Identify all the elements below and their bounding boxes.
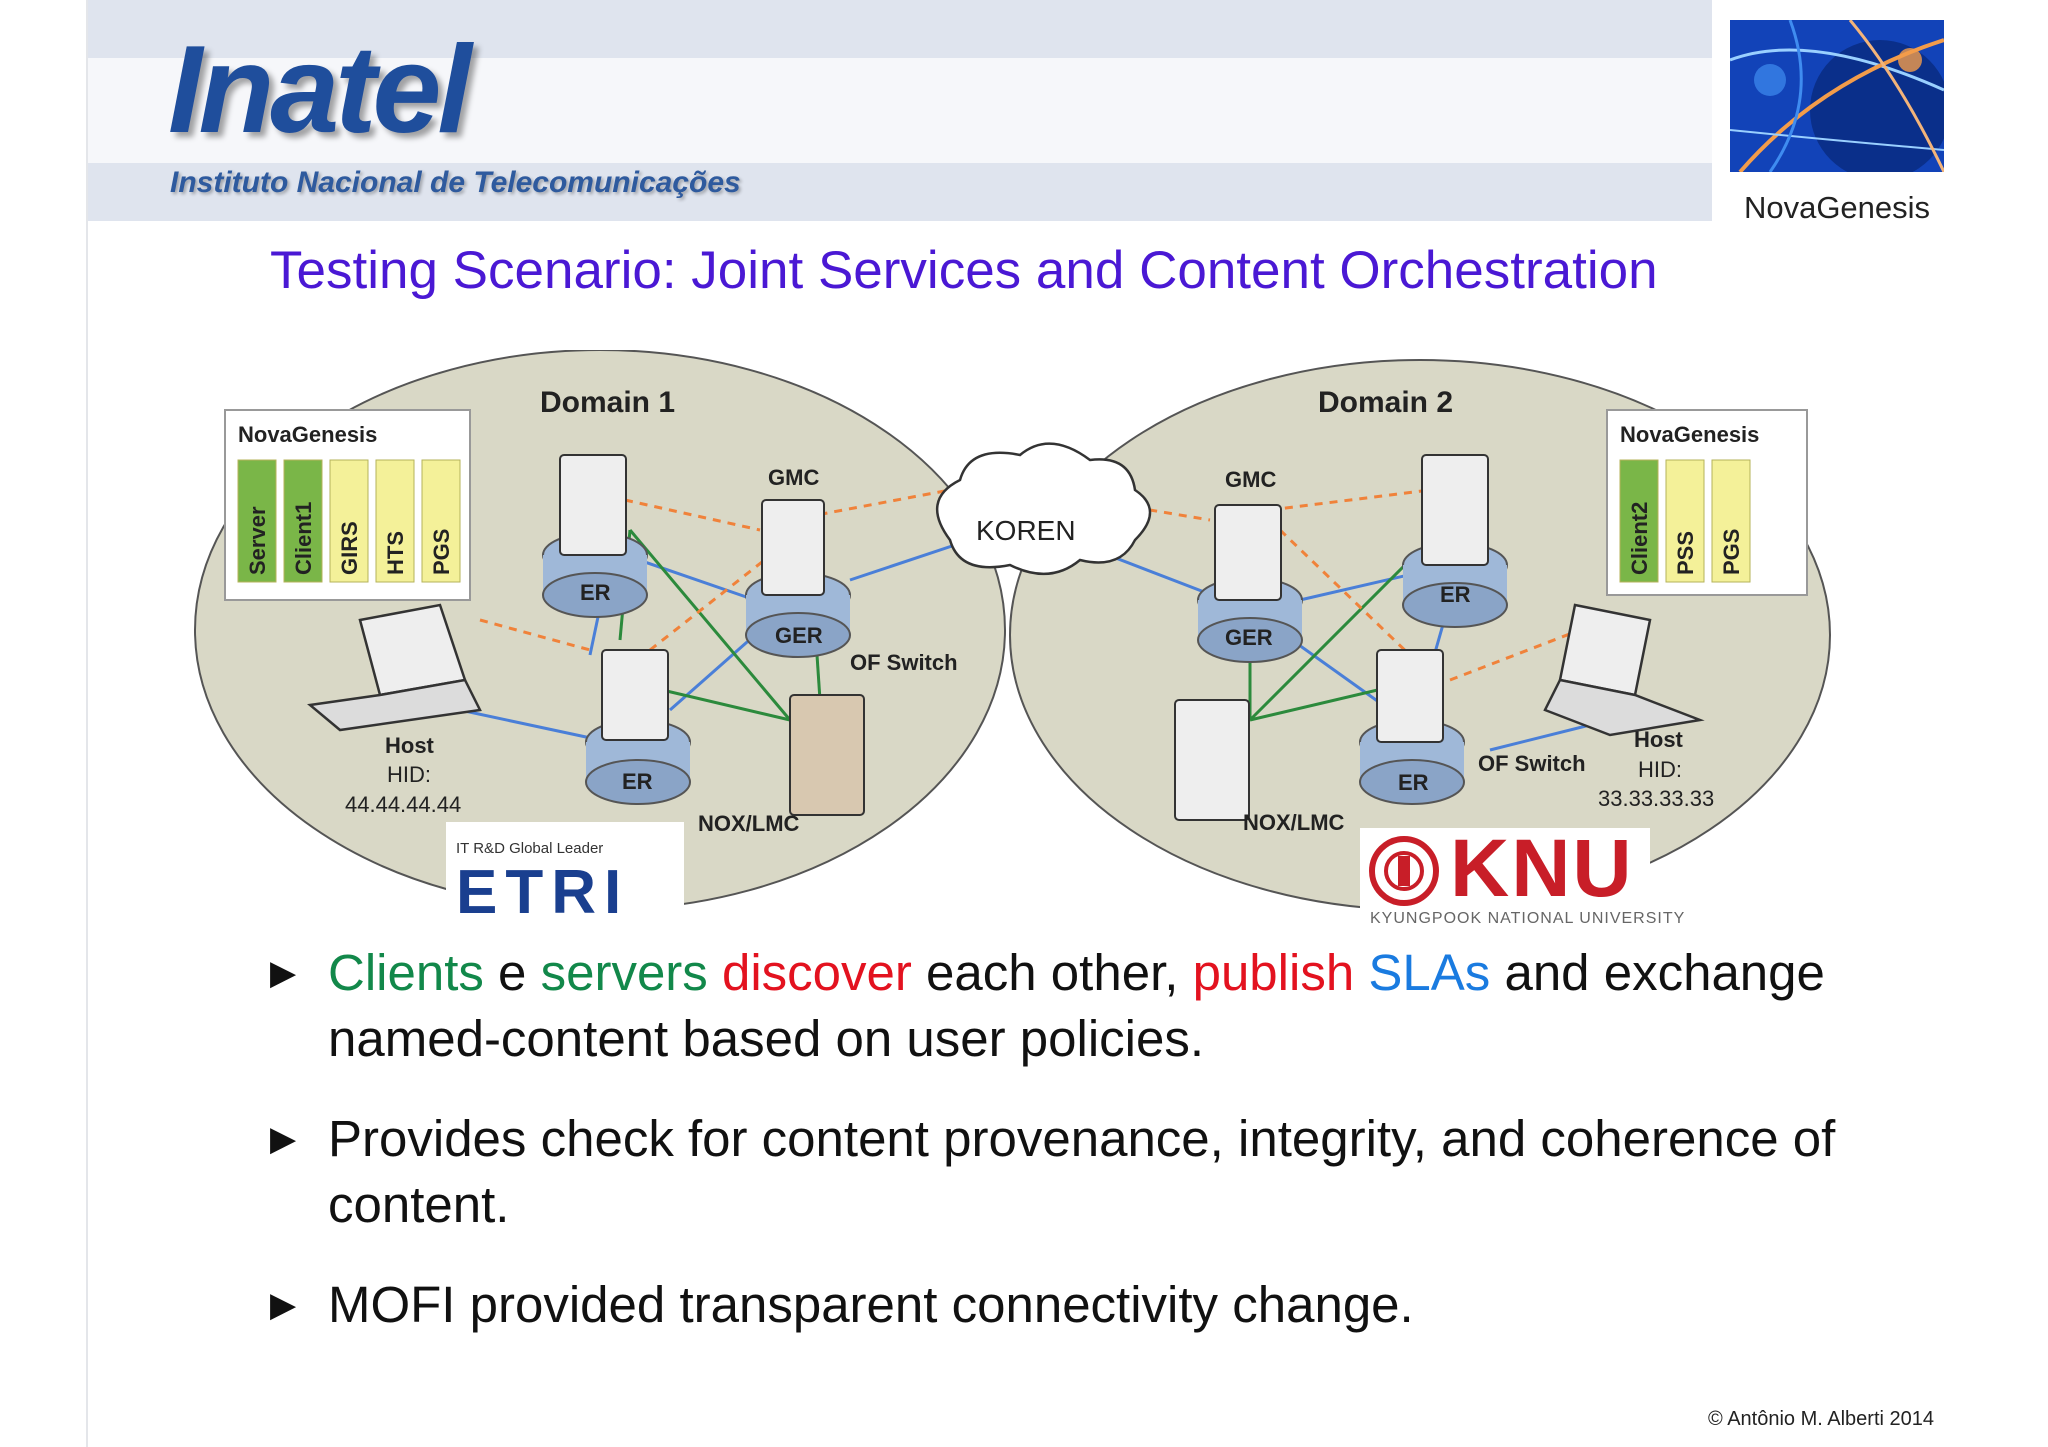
header-band <box>88 0 1712 58</box>
domain2-ng-title: NovaGenesis <box>1620 422 1759 447</box>
domain2-er-top: ER <box>1440 582 1471 607</box>
domain1-servers <box>559 454 865 816</box>
knu-emblem-icon <box>1369 836 1439 906</box>
domain2-service-label: Client2 <box>1627 502 1652 575</box>
domain2-hid: 33.33.33.33 <box>1598 786 1714 811</box>
etri-logo: IT R&D Global Leader ETRI <box>446 822 684 930</box>
domain2-hid-label: HID: <box>1638 757 1682 782</box>
slide-title: Testing Scenario: Joint Services and Con… <box>270 241 1658 300</box>
bullet-1-clients: Clients <box>328 944 484 1001</box>
bullet-item-1: ▶ Clients e servers discover each other,… <box>270 940 1970 1072</box>
domain2-gmc: GMC <box>1225 467 1276 492</box>
bullet-1-discover: discover <box>721 944 912 1001</box>
domain1-gmc: GMC <box>768 465 819 490</box>
bullet-1-space-a <box>708 944 722 1001</box>
domain1-laptop <box>307 603 482 732</box>
domain2-service-label: PGS <box>1719 529 1744 575</box>
bullet-item-2: ▶ Provides check for content provenance,… <box>270 1106 1970 1238</box>
inatel-logo: Inatel <box>168 21 472 159</box>
domain1-host: Host <box>385 733 435 758</box>
bullet-1-text-b: each other, <box>911 944 1193 1001</box>
domain1-service-box <box>421 459 461 583</box>
domain2-service-box <box>1619 459 1659 583</box>
etri-wordmark: ETRI <box>456 858 630 927</box>
domain1-service-label: Client1 <box>291 502 316 575</box>
bullet-1-space-b <box>1354 944 1368 1001</box>
domain2-servers <box>1174 454 1489 821</box>
bullet-item-3: ▶ MOFI provided transparent connectivity… <box>270 1272 1970 1338</box>
bullet-list: ▶ Clients e servers discover each other,… <box>270 940 1970 1372</box>
domain2-service-label: PSS <box>1673 531 1698 575</box>
bullet-arrow-icon: ▶ <box>270 1120 297 1158</box>
domain1-ger: GER <box>775 623 823 648</box>
domain2-of-switch: OF Switch <box>1478 751 1586 776</box>
domain2-host: Host <box>1634 727 1684 752</box>
domain1-label: Domain 1 <box>540 386 675 419</box>
bullet-arrow-icon: ▶ <box>270 954 297 992</box>
domain1-service-label: Server <box>245 506 270 575</box>
header-band-low <box>88 163 1712 221</box>
knu-wordmark: KNU <box>1450 823 1634 914</box>
domain1-hid-label: HID: <box>387 762 431 787</box>
domain1-of-switch: OF Switch <box>850 650 958 675</box>
domain2-er-bottom: ER <box>1398 770 1429 795</box>
bullet-1-servers: servers <box>540 944 708 1001</box>
header-band-mid <box>88 58 1712 163</box>
domain1-service-box <box>329 459 369 583</box>
domain2-ng-panel: NovaGenesis Client2 PSS PGS <box>1606 409 1808 596</box>
novagenesis-logo-image <box>1730 20 1944 172</box>
slide-edge <box>86 0 88 1447</box>
domain1-er-top: ER <box>580 580 611 605</box>
domain2-service-box <box>1665 459 1705 583</box>
knu-full-name: KYUNGPOOK NATIONAL UNIVERSITY <box>1370 910 1686 927</box>
domain2-ger: GER <box>1225 625 1273 650</box>
domain1-service-box <box>237 459 277 583</box>
network-diagram: Domain 1 Domain 2 KOREN <box>194 350 1831 911</box>
domain1-hid: 44.44.44.44 <box>345 792 461 817</box>
bullet-1-text-a: e <box>483 944 541 1001</box>
domain2-service-box <box>1711 459 1751 583</box>
bullet-1-text-c: and exchange named-content based on user… <box>328 944 1825 1067</box>
domain1-ng-panel: NovaGenesis Server Client1 GIRS HTS PGS <box>224 409 471 601</box>
domain2-nox: NOX/LMC <box>1243 810 1345 835</box>
domain1-nox: NOX/LMC <box>698 811 800 836</box>
knu-logo: KNU KYUNGPOOK NATIONAL UNIVERSITY <box>1360 823 1684 928</box>
domain1-service-box <box>283 459 323 583</box>
bullet-2-text: Provides check for content provenance, i… <box>328 1110 1836 1233</box>
bullet-arrow-icon: ▶ <box>270 1286 297 1324</box>
koren-label: KOREN <box>976 515 1076 546</box>
domain2-label: Domain 2 <box>1318 386 1453 419</box>
koren-cloud: KOREN <box>935 442 1152 576</box>
bullet-1-publish: publish <box>1192 944 1355 1001</box>
novagenesis-caption: NovaGenesis <box>1743 190 1931 225</box>
domain1-service-label: PGS <box>429 529 454 575</box>
domain1-service-label: HTS <box>383 531 408 575</box>
bullet-3-text: MOFI provided transparent connectivity c… <box>328 1276 1414 1333</box>
copyright-footer: © Antônio M. Alberti 2014 <box>1708 1408 1934 1430</box>
domain1-service-label: GIRS <box>337 521 362 575</box>
domain1-er-bottom: ER <box>622 769 653 794</box>
bullet-1-slas: SLAs <box>1368 944 1491 1001</box>
domain1-service-box <box>375 459 415 583</box>
domain1-ng-title: NovaGenesis <box>238 422 377 447</box>
inatel-logo-subtitle: Instituto Nacional de Telecomunicações <box>170 166 741 199</box>
etri-tagline: IT R&D Global Leader <box>456 840 604 857</box>
domain2-laptop <box>1543 603 1705 737</box>
